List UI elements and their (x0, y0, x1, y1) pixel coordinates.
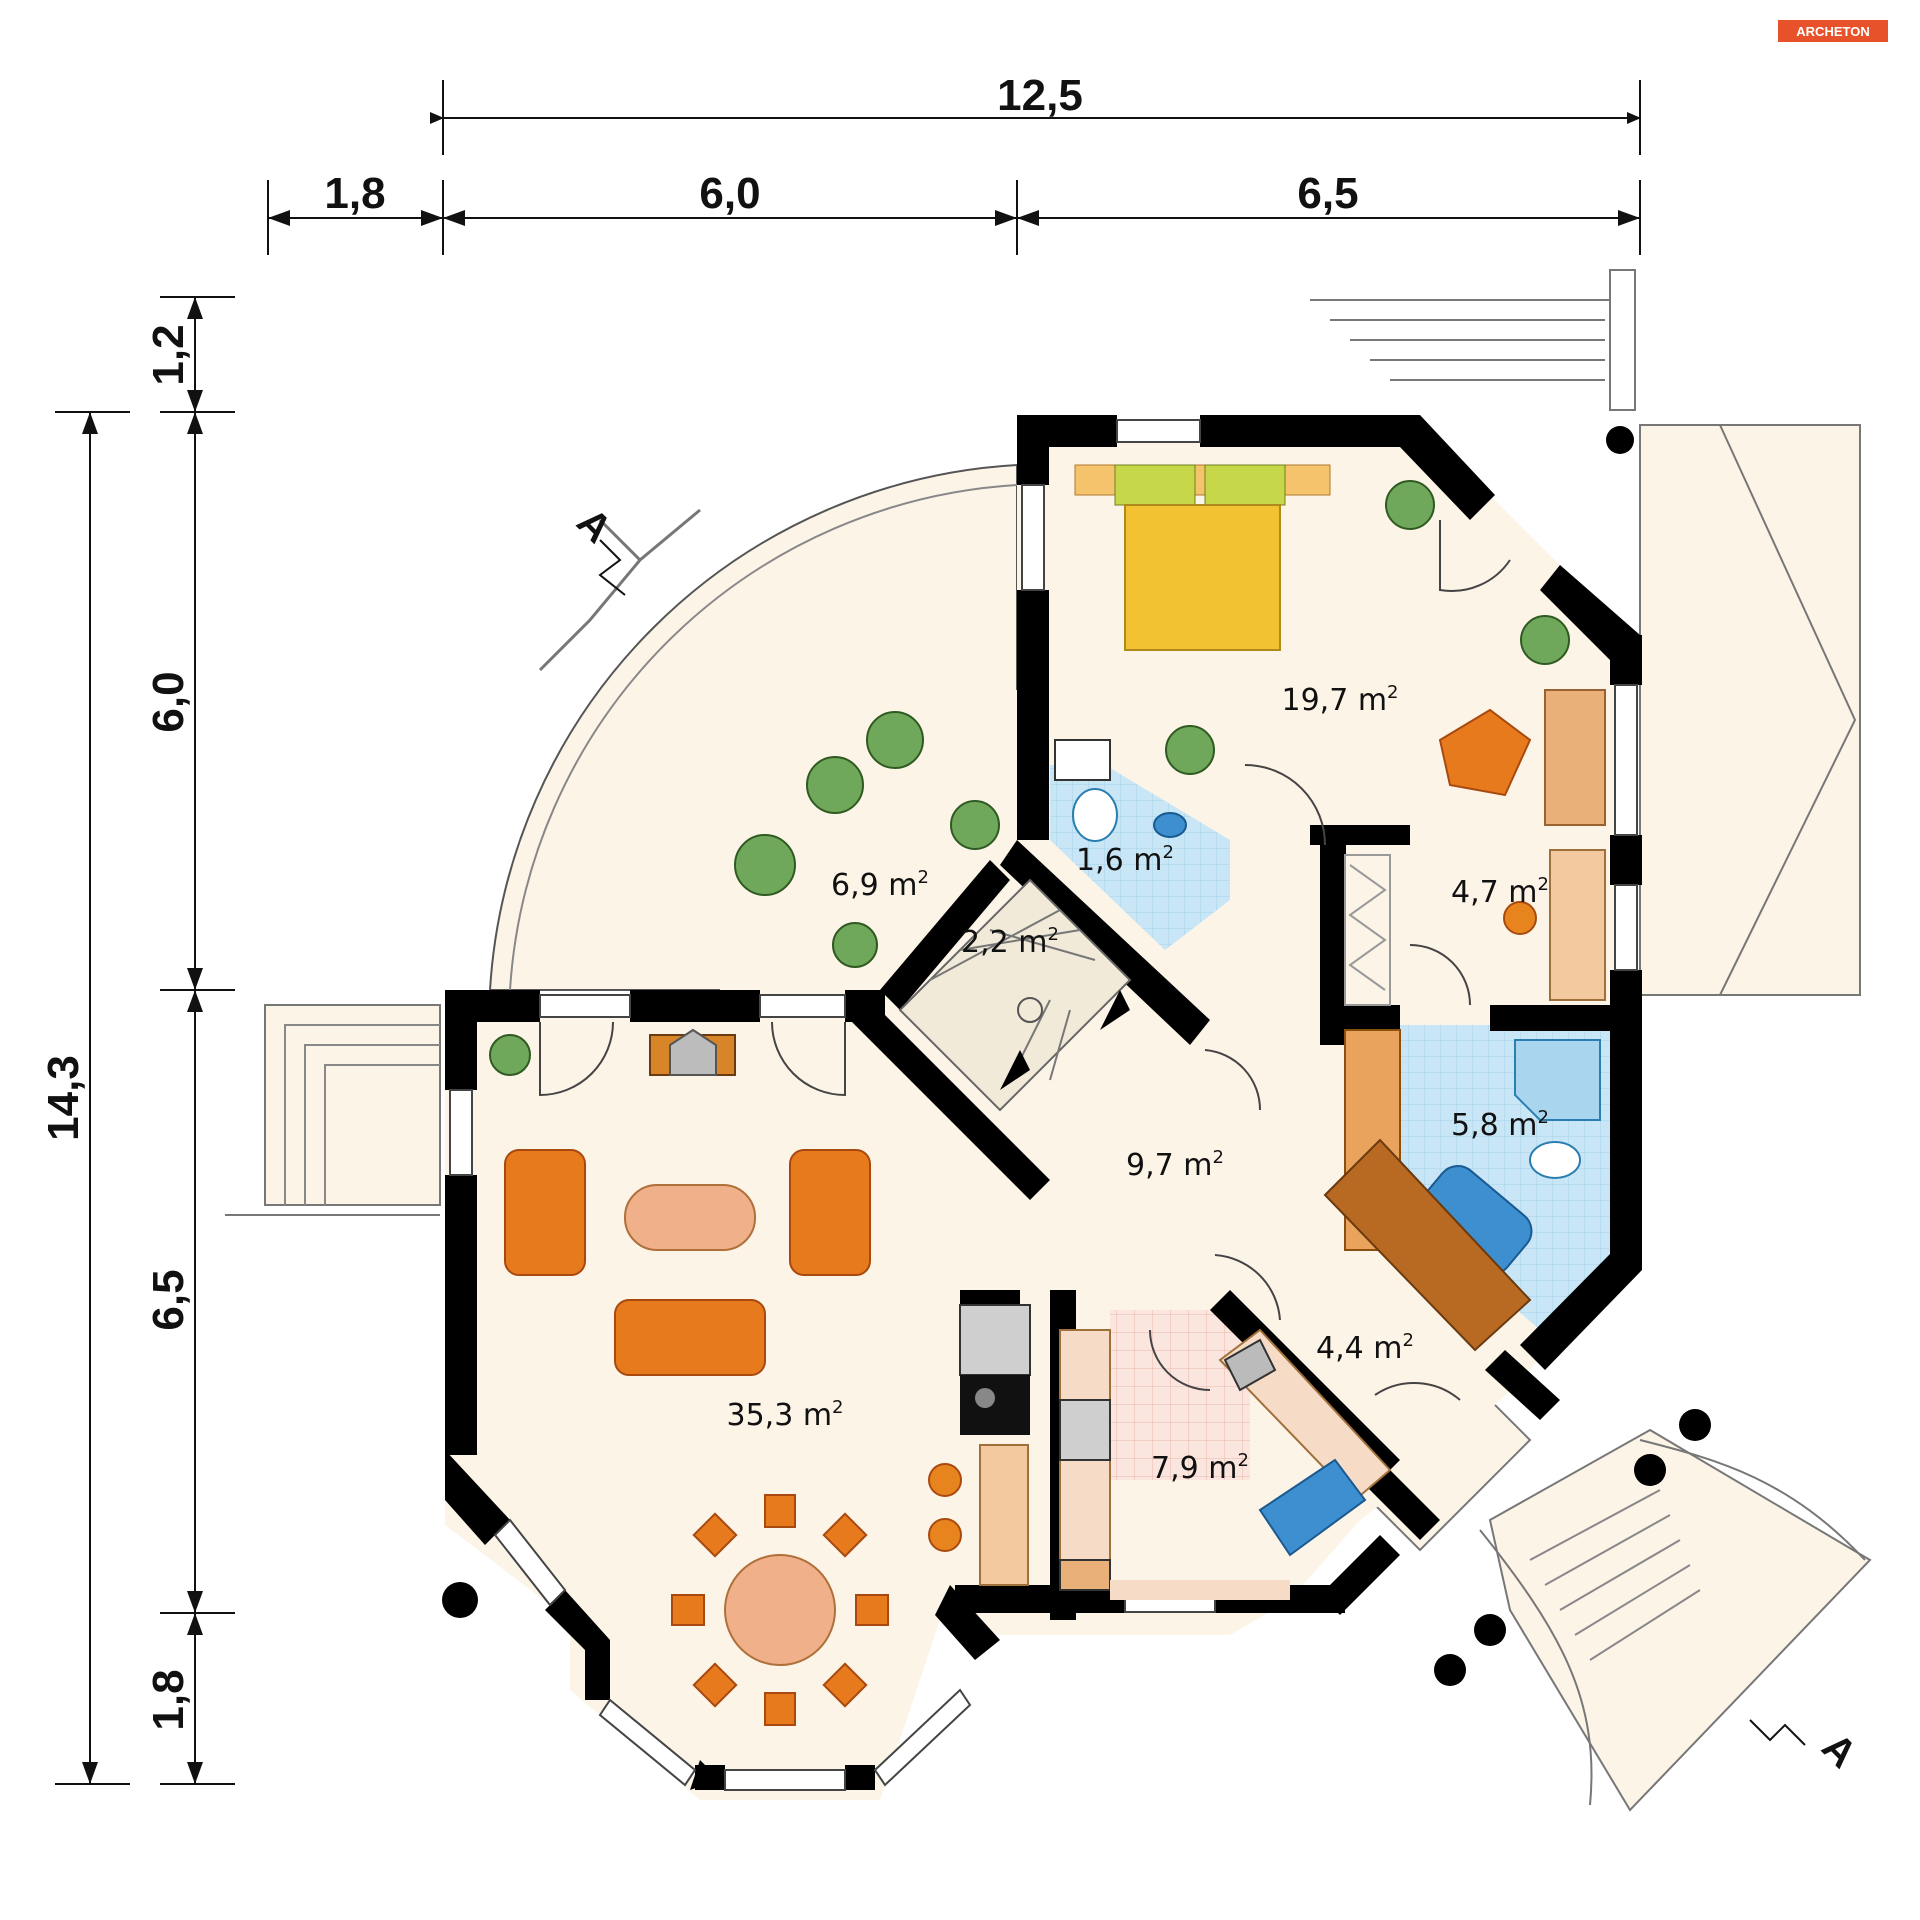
dimension-lines (55, 80, 1641, 1785)
dim-top-seg-1: 1,8 (324, 169, 385, 218)
archeton-logo: ARCHETON (1778, 20, 1888, 42)
plants (489, 480, 1570, 1076)
dining-set (671, 1463, 962, 1726)
area-hall: 9,7 m2 (1126, 1147, 1224, 1183)
bedroom-furniture (1438, 689, 1606, 1001)
living-room-furniture (504, 1028, 871, 1376)
windows (449, 419, 1638, 1791)
section-marker-bottom: A (1749, 1719, 1865, 1777)
dim-top-seg-3: 6,5 (1297, 169, 1358, 218)
area-bedroom: 19,7 m2 (1281, 682, 1398, 718)
area-bathroom: 5,8 m2 (1451, 1107, 1549, 1143)
section-marker-top: A (568, 500, 626, 596)
wc-fixtures (1054, 739, 1187, 842)
dim-left-seg-1: 1,2 (144, 324, 193, 385)
area-wardrobe: 4,7 m2 (1451, 874, 1549, 910)
area-living: 35,3 m2 (726, 1397, 843, 1433)
doors (539, 520, 1511, 1401)
walls (445, 415, 1642, 1790)
area-conservatory: 6,9 m2 (831, 867, 929, 903)
dim-left-total: 14,3 (39, 1055, 88, 1141)
stool (1503, 901, 1537, 935)
dim-top-total: 12,5 (997, 71, 1083, 120)
double-bed (1074, 464, 1331, 651)
svg-text:A: A (568, 500, 620, 552)
dim-left-seg-4: 1,8 (144, 1669, 193, 1730)
kitchen-furniture (959, 1304, 1392, 1600)
area-entry: 4,4 m2 (1316, 1330, 1414, 1366)
area-wc: 1,6 m2 (1076, 842, 1174, 878)
dim-left-seg-2: 6,0 (144, 671, 193, 732)
columns (442, 426, 1711, 1686)
logo-text: ARCHETON (1796, 24, 1869, 39)
area-kitchen: 7,9 m2 (1151, 1450, 1249, 1486)
wardrobe-rail (1344, 854, 1391, 1006)
area-stairs: 2,2 m2 (961, 924, 1059, 960)
svg-text:A: A (1813, 1725, 1865, 1777)
entry-cabinets (1323, 1138, 1532, 1352)
dim-left-seg-3: 6,5 (144, 1269, 193, 1330)
dim-top-seg-2: 6,0 (699, 169, 760, 218)
staircase (898, 878, 1132, 1112)
